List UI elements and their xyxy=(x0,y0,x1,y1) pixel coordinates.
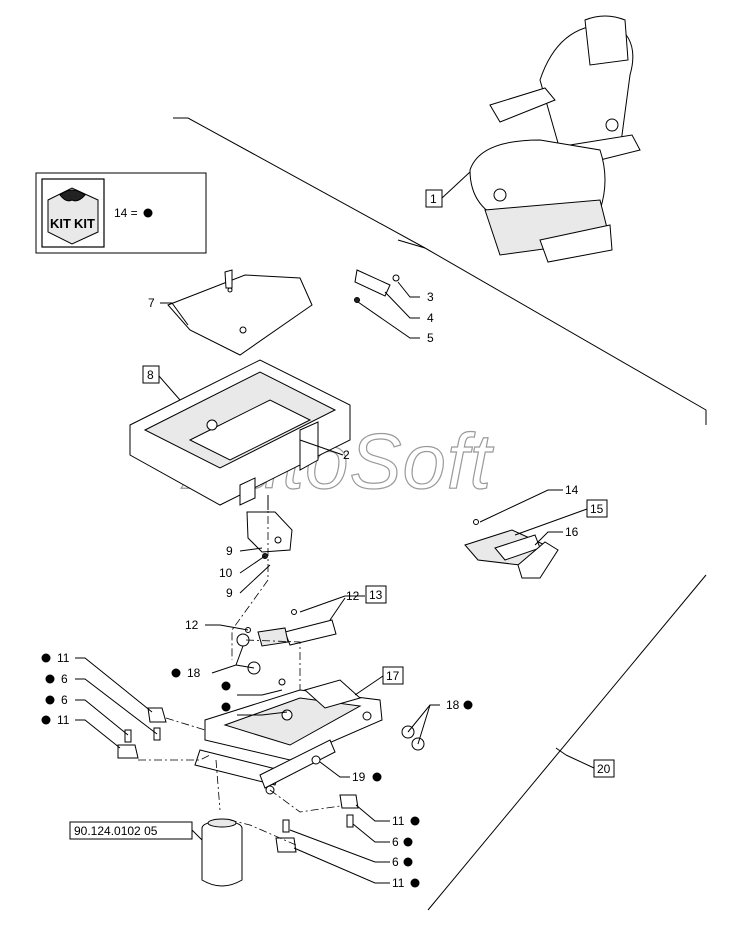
reference-box: 90.124.0102 05 xyxy=(69,821,203,841)
assembly-connection-lines xyxy=(138,500,341,846)
callout-11-c: 11 xyxy=(392,814,405,828)
bracket-3-4-5 xyxy=(354,269,400,303)
operator-seat-illustration xyxy=(469,15,641,263)
air-spring xyxy=(201,818,243,887)
scissor-suspension-base xyxy=(194,633,425,795)
cushion-plate xyxy=(167,269,313,356)
callout-18-left: 18 xyxy=(187,666,201,680)
callout-3: 3 xyxy=(427,290,434,304)
callout-5: 5 xyxy=(427,331,434,345)
callout-box-1: 1 xyxy=(425,171,471,208)
svg-text:17: 17 xyxy=(386,669,400,683)
callout-16: 16 xyxy=(565,525,579,539)
callout-9-upper: 9 xyxy=(226,544,233,558)
callout-6-a: 6 xyxy=(61,672,68,686)
callout-14: 14 xyxy=(565,483,579,497)
callout-2: 2 xyxy=(343,448,350,462)
callout-4: 4 xyxy=(427,311,434,325)
svg-text:13: 13 xyxy=(369,588,383,602)
svg-text:1: 1 xyxy=(430,192,437,206)
callout-11-b: 11 xyxy=(57,713,70,727)
callout-6-c: 6 xyxy=(392,835,399,849)
svg-text:90.124.0102 05: 90.124.0102 05 xyxy=(74,824,158,838)
callout-box-17: 17 xyxy=(354,666,404,696)
callout-18-right: 18 xyxy=(446,698,460,712)
callout-11-d: 11 xyxy=(392,876,405,890)
svg-text:15: 15 xyxy=(590,502,604,516)
callout-9-lower: 9 xyxy=(226,586,233,600)
svg-text:8: 8 xyxy=(147,368,154,382)
callout-12-left: 12 xyxy=(185,618,199,632)
kit-marker-dot xyxy=(143,208,153,218)
callout-19: 19 xyxy=(352,770,366,784)
damper-shock xyxy=(245,609,337,647)
leader-lines xyxy=(75,281,563,884)
callout-box-20: 20 xyxy=(555,747,615,778)
kit-equation: 14 = xyxy=(114,206,138,220)
callout-box-15: 15 xyxy=(514,499,608,536)
callout-7: 7 xyxy=(148,296,155,310)
callout-11-a: 11 xyxy=(57,651,70,665)
kit-label-left: KIT xyxy=(50,216,71,231)
callout-6-d: 6 xyxy=(392,855,399,869)
callout-10: 10 xyxy=(219,566,233,580)
callout-box-8: 8 xyxy=(142,365,181,401)
callout-box-13: 13 xyxy=(365,585,387,604)
kit-label-right: KIT xyxy=(74,216,95,231)
callout-6-b: 6 xyxy=(61,693,68,707)
height-adjust-lever xyxy=(464,519,559,579)
kit-marker-dots xyxy=(41,653,473,888)
assembly-boundary-lines xyxy=(173,117,707,911)
kit-panel: KIT KIT 14 = xyxy=(35,172,207,254)
slide-rail-frame xyxy=(129,359,351,506)
part-numbers: 7 3 4 5 2 9 10 9 14 16 12 12 18 18 11 6 … xyxy=(57,290,579,890)
svg-text:20: 20 xyxy=(597,762,611,776)
callout-12-right: 12 xyxy=(346,589,360,603)
